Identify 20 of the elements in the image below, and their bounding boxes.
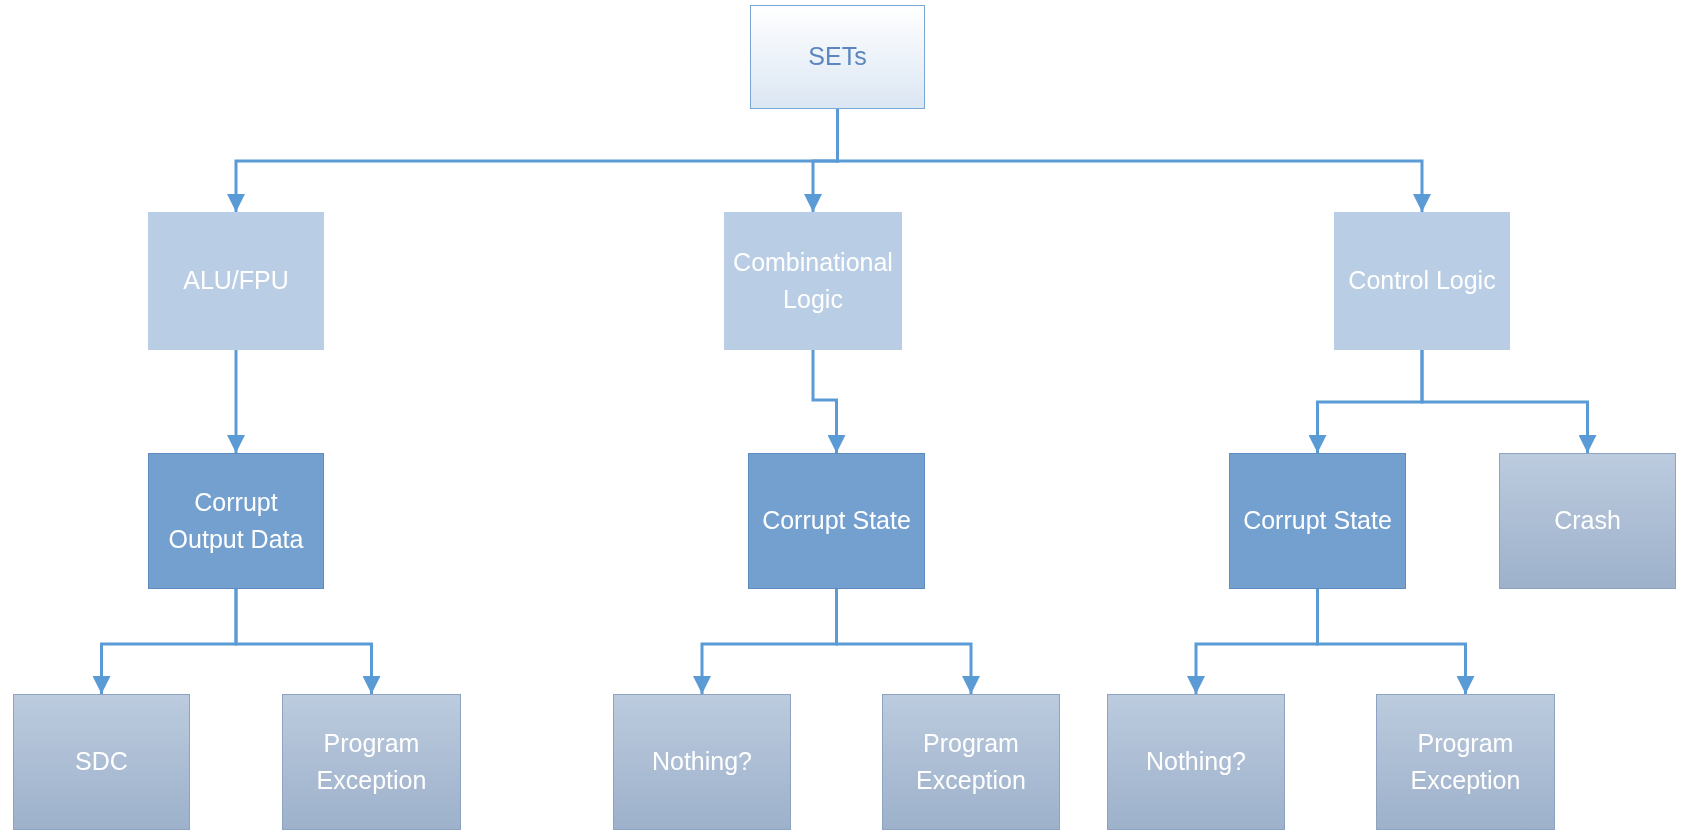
process-box: Nothing? (1107, 694, 1285, 830)
process-box: Program Exception (1376, 694, 1555, 830)
process-box: SETs (750, 5, 925, 109)
connector-arrow (227, 350, 245, 453)
process-box: Nothing? (613, 694, 791, 830)
connector-arrow (811, 350, 846, 453)
connector-arrow (1420, 350, 1597, 453)
process-box: Control Logic (1334, 212, 1510, 350)
connector-arrow (1316, 589, 1475, 694)
process-box: Corrupt Output Data (148, 453, 324, 589)
process-box: SDC (13, 694, 190, 830)
process-box: Crash (1499, 453, 1676, 589)
process-box: Corrupt State (1229, 453, 1406, 589)
connector-arrow (234, 589, 381, 694)
process-box: Program Exception (882, 694, 1060, 830)
process-box: Combinational Logic (724, 212, 902, 350)
process-box: Corrupt State (748, 453, 925, 589)
process-box: Program Exception (282, 694, 461, 830)
process-box: ALU/FPU (148, 212, 324, 350)
connector-arrow (835, 589, 980, 694)
